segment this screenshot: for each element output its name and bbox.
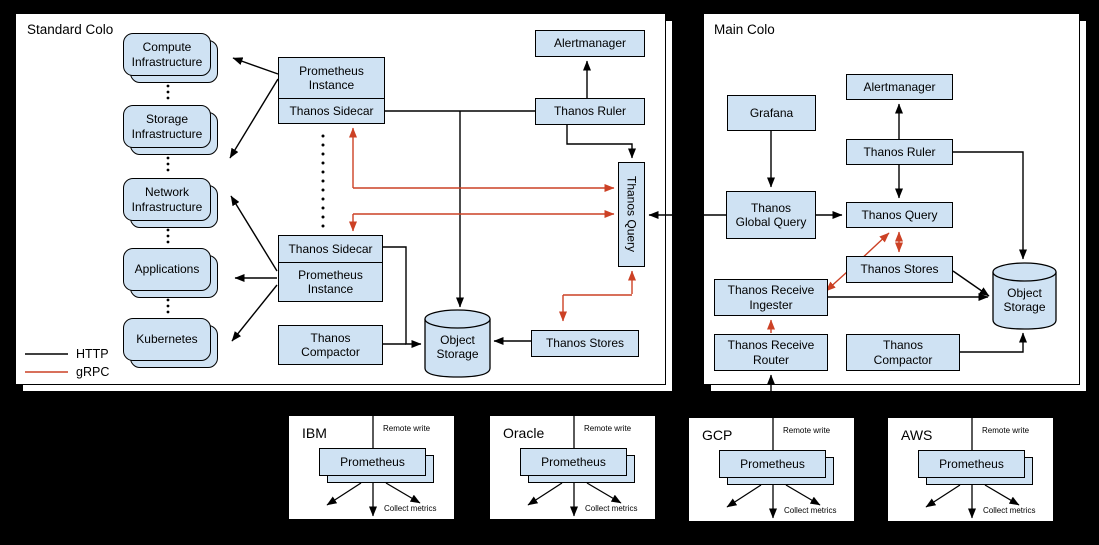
remote-write-label: Remote write <box>982 426 1030 435</box>
cloud-name: IBM <box>302 425 327 441</box>
remote-write-label: Remote write <box>783 426 831 435</box>
prometheus-box: Prometheus <box>319 448 426 476</box>
thanos-sidecar-cell: Thanos Sidecar <box>279 98 384 123</box>
thanos-compactor-box-standard: Thanos Compactor <box>278 325 383 365</box>
cloud-card-ibm: Prometheus IBM Remote write Collect metr… <box>288 415 455 520</box>
grafana-box: Grafana <box>727 95 816 131</box>
prometheus-sidecar-group-top: Prometheus Instance Thanos Sidecar <box>278 57 385 124</box>
remote-write-label: Remote write <box>584 424 632 433</box>
standard-colo-title: Standard Colo <box>27 22 114 37</box>
cloud-name: AWS <box>901 427 933 443</box>
cloud-card-oracle: Prometheus Oracle Remote write Collect m… <box>489 415 656 520</box>
network-infrastructure-box: Network Infrastructure <box>123 178 219 229</box>
thanos-receive-router-box: Thanos Receive Router <box>714 334 828 371</box>
legend-grpc-label: gRPC <box>76 365 110 379</box>
prometheus-instance-cell: Prometheus Instance <box>299 64 364 93</box>
cloud-name: Oracle <box>503 425 545 441</box>
kubernetes-box: Kubernetes <box>123 318 219 369</box>
thanos-stores-box-standard: Thanos Stores <box>531 330 639 357</box>
thanos-query-box-main: Thanos Query <box>846 202 953 228</box>
thanos-ruler-box-main: Thanos Ruler <box>846 139 953 165</box>
prometheus-box: Prometheus <box>719 450 826 478</box>
collect-metrics-label: Collect metrics <box>585 504 638 513</box>
alertmanager-box-main: Alertmanager <box>846 74 953 100</box>
collect-metrics-label: Collect metrics <box>983 506 1036 515</box>
remote-write-label: Remote write <box>383 424 431 433</box>
thanos-compactor-box-main: Thanos Compactor <box>846 334 960 371</box>
prometheus-box: Prometheus <box>918 450 1025 478</box>
alertmanager-box-standard: Alertmanager <box>535 30 645 57</box>
prometheus-instance-cell: Prometheus Instance <box>279 261 382 301</box>
cloud-card-gcp: Prometheus GCP Remote write Collect metr… <box>688 417 855 522</box>
storage-infrastructure-box: Storage Infrastructure <box>123 105 219 156</box>
thanos-global-query-box: Thanos Global Query <box>726 191 816 239</box>
thanos-stores-box-main: Thanos Stores <box>846 256 953 283</box>
object-storage-label-standard: Object Storage <box>436 332 479 361</box>
thanos-receive-ingester-box: Thanos Receive Ingester <box>714 279 828 316</box>
collect-metrics-label: Collect metrics <box>784 506 837 515</box>
legend-http-label: HTTP <box>76 347 109 361</box>
collect-metrics-label: Collect metrics <box>384 504 437 513</box>
object-storage-label-main: Object Storage <box>1003 285 1046 314</box>
thanos-ruler-box-standard: Thanos Ruler <box>535 98 645 125</box>
thanos-sidecar-cell: Thanos Sidecar <box>288 241 373 256</box>
applications-box: Applications <box>123 248 219 299</box>
main-colo-title: Main Colo <box>714 22 775 37</box>
prometheus-box: Prometheus <box>520 448 627 476</box>
cloud-name: GCP <box>702 427 733 443</box>
compute-infrastructure-box: Compute Infrastructure <box>123 33 219 84</box>
prometheus-sidecar-group-bottom: Thanos Sidecar Prometheus Instance <box>278 235 383 302</box>
cloud-card-aws: Prometheus AWS Remote write Collect metr… <box>887 417 1054 522</box>
thanos-query-box-standard: Thanos Query <box>618 162 645 267</box>
